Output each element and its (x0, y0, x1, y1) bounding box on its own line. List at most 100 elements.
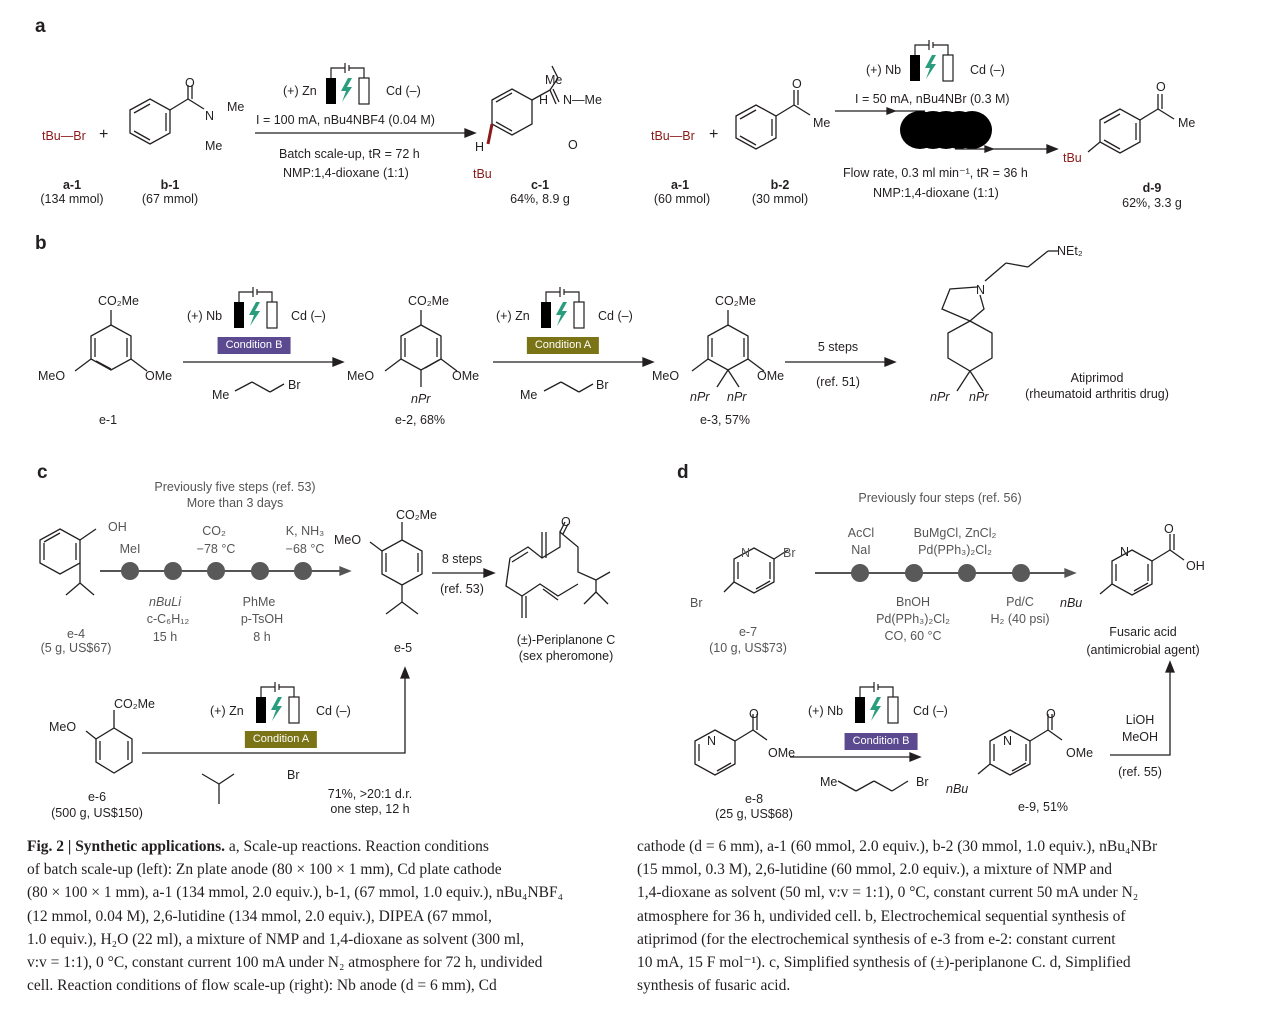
reference: (ref. 55) (1118, 765, 1162, 779)
product-name: Atiprimod (1070, 371, 1124, 385)
substituent-nbu: nBu (946, 782, 969, 796)
atom-n: N (1003, 734, 1013, 748)
condition-b-badge: Condition B (217, 337, 291, 354)
atiprimod-structure (941, 250, 1058, 392)
condition-a-badge: Condition A (526, 337, 600, 354)
route-reagent: K, NH₃ (285, 524, 325, 538)
atom-n: N (563, 93, 573, 107)
caption-title: Fig. 2 | Synthetic applications. (27, 838, 226, 855)
cathode-label: Cd (–) (386, 84, 421, 98)
previous-route-note: Previously four steps (ref. 56) (858, 491, 1022, 505)
route-reagent: AcCl (847, 526, 875, 540)
conditions-above: I = 50 mA, nBu4NBr (0.3 M) (855, 92, 1010, 106)
propyl-bromide-structure (234, 381, 285, 393)
flow-reactor-coil-icon (835, 107, 1059, 154)
reaction-arrow[interactable] (493, 357, 655, 367)
compound-id: e-4 (66, 627, 86, 641)
e2-structure (384, 310, 458, 387)
caption-line: (80 × 100 × 1 mm), a-1 (134 mmol, 2.0 eq… (27, 884, 564, 902)
e8-structure (694, 714, 768, 776)
compound-amount: (30 mmol) (751, 192, 809, 206)
reaction-arrow[interactable] (432, 568, 496, 578)
atom-tbu: tBu (1063, 151, 1082, 165)
panel-label-c: c (37, 462, 48, 483)
route-reagent: −68 °C (285, 542, 325, 556)
anode-label: (+) Nb (187, 309, 223, 323)
e4-structure (39, 528, 97, 596)
condition-a-badge: Condition A (244, 731, 318, 748)
substituent-meo: MeO (38, 369, 66, 383)
product-note: (rheumatoid arthritis drug) (1025, 387, 1169, 401)
anode-label: (+) Zn (283, 84, 317, 98)
electrochemical-cell-icon (910, 40, 954, 82)
compound-amount: (10 g, US$73) (709, 641, 787, 655)
acetophenone-structure (735, 90, 811, 150)
cathode-label: Cd (–) (291, 309, 326, 323)
atom-n: N (205, 109, 215, 123)
substituent-ome: OMe (145, 369, 173, 383)
plus-sign: + (709, 126, 719, 143)
atom-oh: OH (108, 520, 127, 534)
substituent-co2me: CO₂Me (715, 294, 756, 308)
product-note: (sex pheromone) (518, 649, 614, 663)
benzamide-structure (129, 85, 205, 145)
atom-br: Br (690, 596, 703, 610)
reaction-arrow-up[interactable] (1110, 660, 1180, 762)
fusaric-acid-structure (1099, 534, 1185, 596)
atom-me: Me (545, 73, 563, 87)
anode-label: (+) Nb (866, 63, 902, 77)
substituent-ome: OMe (757, 369, 785, 383)
periplanone-c-structure (505, 521, 611, 618)
route-reagent: H₂ (40 psi) (990, 612, 1050, 626)
caption-line: atiprimod (for the electrochemical synth… (637, 930, 1116, 948)
e9-structure (977, 714, 1063, 776)
compound-amount: (134 mmol) (40, 192, 104, 206)
electrochemical-cell-icon (234, 287, 278, 329)
route-reagent: −78 °C (196, 542, 236, 556)
reaction-arrow[interactable] (183, 357, 345, 367)
caption-line: 1,4-dioxane as solvent (50 ml, v:v = 1:1… (637, 884, 1139, 902)
tbu-acetophenone-product-structure (1087, 94, 1175, 154)
substituent-co2me: CO₂Me (98, 294, 139, 308)
reagent-tbubr: tBu—Br (42, 129, 86, 143)
caption-line: cell. Reaction conditions of flow scale-… (27, 977, 497, 995)
caption-line: 10 mA, 15 F mol⁻¹). c, Simplified synthe… (637, 954, 1131, 972)
reagent-me: Me (212, 388, 230, 402)
step-count: 5 steps (817, 340, 859, 354)
e5-structure (369, 522, 423, 615)
atom-me: Me (813, 116, 831, 130)
atom-n: N (976, 283, 986, 297)
route-reagent: nBuLi (149, 595, 181, 609)
figure-caption-left: Fig. 2 | Synthetic applications. a, Scal… (27, 835, 627, 997)
reagent-br: Br (596, 378, 609, 392)
compound-id: a-1 (670, 178, 690, 192)
substituent-npr: nPr (690, 390, 710, 404)
substituent-nbu: nBu (1060, 596, 1083, 610)
atom-o: O (1156, 80, 1166, 94)
compound-id: b-2 (770, 178, 790, 192)
propyl-bromide-structure (543, 381, 594, 393)
product-name: (±)-Periplanone C (516, 633, 616, 647)
reagent-tbubr: tBu—Br (651, 129, 695, 143)
reagent-br: Br (288, 378, 301, 392)
panel-label-b: b (35, 233, 47, 254)
route-reagent: Pd/C (1006, 595, 1034, 609)
cathode-label: Cd (–) (598, 309, 633, 323)
compound-amount: (60 mmol) (653, 192, 711, 206)
substituent-meo: MeO (347, 369, 375, 383)
compound-id: e-5 (393, 641, 413, 655)
reaction-arrow[interactable] (790, 752, 922, 762)
reaction-arrow-up[interactable] (142, 666, 412, 758)
previous-route-duration: More than 3 days (186, 496, 284, 510)
reaction-arrow[interactable] (255, 128, 477, 138)
reaction-arrow[interactable] (785, 357, 897, 367)
reaction-result: one step, 12 h (330, 802, 410, 816)
e1-structure (74, 310, 148, 372)
route-reagent: BuMgCl, ZnCl₂ (913, 526, 997, 540)
previous-route-timeline (100, 562, 352, 580)
caption-line: atmosphere for 36 h, undivided cell. b, … (637, 907, 1126, 925)
atom-o: O (1164, 522, 1174, 536)
compound-id: e-7 (738, 625, 758, 639)
cathode-label: Cd (–) (316, 704, 351, 718)
compound-amount: 64%, 8.9 g (510, 192, 570, 206)
